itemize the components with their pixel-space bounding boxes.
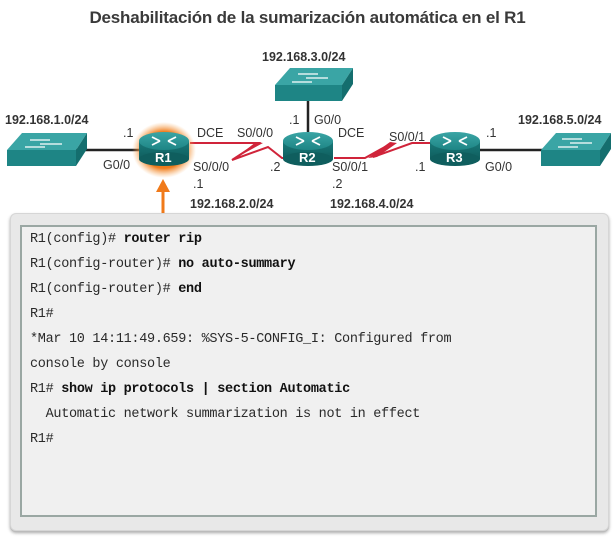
serial-link-r2-r3	[334, 142, 432, 159]
router-r3-label: R3	[446, 150, 463, 165]
cli-line: console by console	[30, 357, 171, 372]
r3-s001-host: .1	[415, 160, 426, 174]
router-r1-icon	[139, 132, 189, 166]
cli-line: Automatic network summarization is not i…	[30, 407, 421, 422]
network-label-wan-r1-r2: 192.168.2.0/24	[190, 197, 274, 211]
r1-s0-interface: S0/0/0	[193, 160, 230, 174]
network-label-lan-r1: 192.168.1.0/24	[5, 113, 89, 127]
r3-s001-interface: S0/0/1	[389, 130, 426, 144]
network-label-lan-r3: 192.168.5.0/24	[518, 113, 602, 127]
r1-dce-label: DCE	[197, 126, 224, 140]
r2-dce-label: DCE	[338, 126, 365, 140]
r2-s001-host: .2	[332, 177, 343, 191]
r3-g0-interface: G0/0	[485, 160, 513, 174]
cli-line: *Mar 10 14:11:49.659: %SYS-5-CONFIG_I: C…	[30, 332, 452, 347]
cli-line: R1(config)# router rip	[30, 232, 202, 247]
serial-link-r1-r2	[190, 142, 288, 161]
r1-g0-host: .1	[123, 126, 134, 140]
network-label-lan-r2: 192.168.3.0/24	[262, 50, 346, 64]
switch-lan-r2-icon	[275, 68, 353, 101]
router-r2-icon	[283, 132, 333, 166]
r2-s000-host: .2	[270, 160, 281, 174]
cli-terminal: R1(config)# router rip R1(config-router)…	[20, 225, 597, 517]
network-topology	[7, 68, 611, 213]
cli-line: R1(config-router)# end	[30, 282, 202, 297]
r2-s001-interface: S0/0/1	[332, 160, 369, 174]
cli-line: R1#	[30, 432, 54, 447]
cli-line: R1(config-router)# no auto-summary	[30, 257, 296, 272]
r1-s0-host: .1	[193, 177, 204, 191]
switch-lan-r1-icon	[7, 133, 87, 166]
r1-g0-interface: G0/0	[103, 158, 131, 172]
r3-g0-host: .1	[486, 126, 497, 140]
router-r2-label: R2	[299, 150, 316, 165]
page-title: Deshabilitación de la sumarización autom…	[89, 8, 526, 27]
r2-s000-interface: S0/0/0	[237, 126, 274, 140]
r2-g0-host: .1	[289, 113, 300, 127]
switch-lan-r3-icon	[541, 133, 611, 166]
r2-g0-interface: G0/0	[314, 113, 342, 127]
router-r1-label: R1	[155, 150, 172, 165]
arrow-up-icon	[156, 179, 170, 213]
cli-line: R1#	[30, 307, 54, 322]
router-r3-icon	[430, 132, 480, 166]
network-label-wan-r2-r3: 192.168.4.0/24	[330, 197, 414, 211]
cli-line: R1# show ip protocols | section Automati…	[30, 382, 350, 397]
